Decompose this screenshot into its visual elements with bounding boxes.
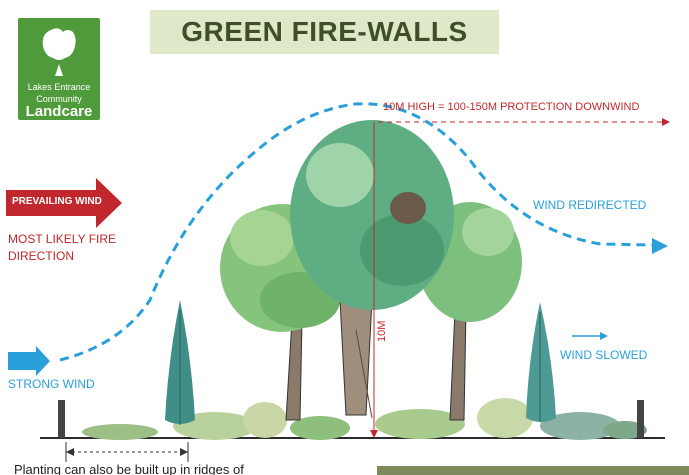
logo-line-2: Community — [36, 94, 82, 104]
fire-direction-line-2: DIRECTION — [8, 249, 74, 263]
body-text: Planting can also be built up in ridges … — [14, 462, 244, 475]
strong-wind-arrow — [8, 346, 50, 376]
landcare-logo: Lakes Entrance Community Landcare — [18, 18, 100, 120]
cypress-tree-right — [526, 302, 556, 422]
protection-label: 10M HIGH = 100-150M PROTECTION DOWNWIND — [383, 101, 640, 113]
logo-line-1: Lakes Entrance — [27, 82, 91, 92]
measure-arrow-left — [66, 448, 74, 456]
wind-path-arrowhead — [652, 238, 668, 254]
bollard-left — [58, 400, 65, 438]
page-title: GREEN FIRE-WALLS — [181, 16, 468, 47]
wind-redirected-label: WIND REDIRECTED — [533, 198, 647, 212]
logo-line-3: Landcare — [25, 103, 93, 120]
measure-arrow-right — [180, 448, 188, 456]
fire-direction-line-1: MOST LIKELY FIRE — [8, 232, 117, 246]
wind-path — [59, 102, 653, 362]
height-marker-label: 10M — [376, 320, 388, 342]
australia-map-icon — [42, 28, 76, 76]
photo-thumbnail — [377, 466, 689, 475]
prevailing-wind-label: PREVAILING WIND — [12, 196, 102, 207]
height-marker-arrow — [370, 430, 378, 438]
tree-central — [290, 120, 454, 419]
wind-slowed-arrow-head — [600, 332, 608, 340]
understory-shrubs — [82, 398, 647, 440]
wind-slowed-label: WIND SLOWED — [560, 348, 648, 362]
title-banner: GREEN FIRE-WALLS — [150, 10, 499, 54]
protection-arrow-head — [662, 118, 670, 126]
prevailing-wind-arrow — [6, 178, 122, 228]
strong-wind-label: STRONG WIND — [8, 377, 95, 391]
cypress-tree-left — [165, 300, 195, 425]
bollard-right — [637, 400, 644, 438]
